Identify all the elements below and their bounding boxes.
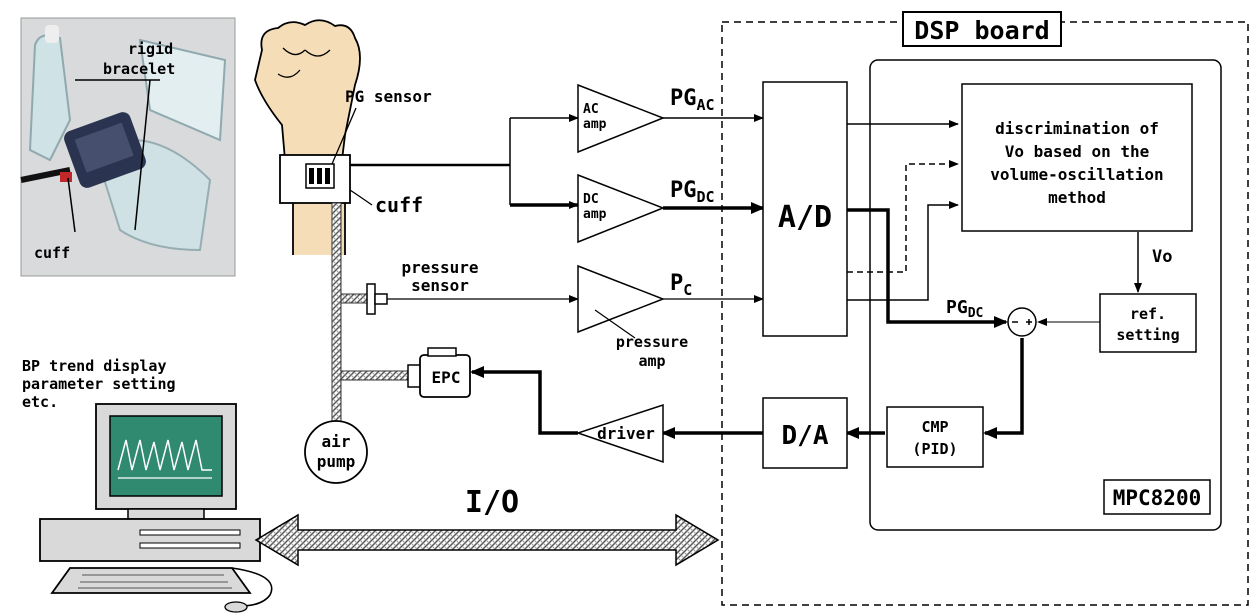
cmp-pid-block xyxy=(887,407,983,467)
cuff-wrap xyxy=(280,155,350,203)
pressure-sensor xyxy=(367,284,387,314)
pg-ac-label: PGAC xyxy=(670,86,715,114)
pressure-sensor-line2: sensor xyxy=(411,276,469,295)
pressure-amp-line1: pressure xyxy=(616,333,688,351)
io-double-arrow xyxy=(256,515,718,565)
disc-line3: volume-oscillation xyxy=(990,165,1163,184)
pressure-amp xyxy=(578,266,663,338)
ref-line1: ref. xyxy=(1130,305,1166,323)
epc-label: EPC xyxy=(432,368,461,387)
ad-label: A/D xyxy=(778,200,832,235)
pg-dc-feedback-label: PGDC xyxy=(946,297,983,321)
pressure-sensor-line1: pressure xyxy=(401,258,478,277)
cmp-line2: (PID) xyxy=(912,440,957,458)
photo-rigid-label: rigid xyxy=(128,40,173,58)
mpc8200-title: MPC8200 xyxy=(1113,486,1202,510)
cmp-line1: CMP xyxy=(921,418,948,436)
da-label: D/A xyxy=(782,421,829,451)
pg-dc-label: PGDC xyxy=(670,178,715,206)
pc-caption-line2: parameter setting xyxy=(22,375,176,393)
computer-illustration xyxy=(40,404,272,612)
photo-bracelet-label: bracelet xyxy=(103,60,175,78)
pc-caption-line3: etc. xyxy=(22,393,58,411)
io-label: I/O xyxy=(465,485,519,520)
pc-caption-line1: BP trend display xyxy=(22,357,167,375)
vo-label: Vo xyxy=(1152,247,1172,267)
disc-line1: discrimination of xyxy=(995,119,1159,138)
pg-sensor-label: PG sensor xyxy=(345,87,432,106)
air-pump-line1: air xyxy=(322,432,351,451)
air-pump-line2: pump xyxy=(317,452,356,471)
dsp-board-title: DSP board xyxy=(914,16,1049,45)
photo-cuff-label: cuff xyxy=(34,244,70,262)
disc-line4: method xyxy=(1048,188,1106,207)
pressure-amp-line2: amp xyxy=(638,352,665,370)
ref-line2: setting xyxy=(1116,326,1179,344)
cuff-label: cuff xyxy=(375,193,423,217)
pc-label: PC xyxy=(670,271,692,299)
bracelet-photo: rigid bracelet cuff xyxy=(21,18,235,276)
hand-illustration xyxy=(255,20,360,255)
disc-line2: Vo based on the xyxy=(1005,142,1150,161)
summing-junction xyxy=(1008,308,1036,336)
cuff-leader xyxy=(350,190,372,205)
ac-amp-line2: amp xyxy=(583,117,607,132)
dc-amp-line1: DC xyxy=(583,192,599,207)
driver-label: driver xyxy=(597,424,655,443)
dc-amp-line2: amp xyxy=(583,207,607,222)
ac-amp-line1: AC xyxy=(583,102,599,117)
